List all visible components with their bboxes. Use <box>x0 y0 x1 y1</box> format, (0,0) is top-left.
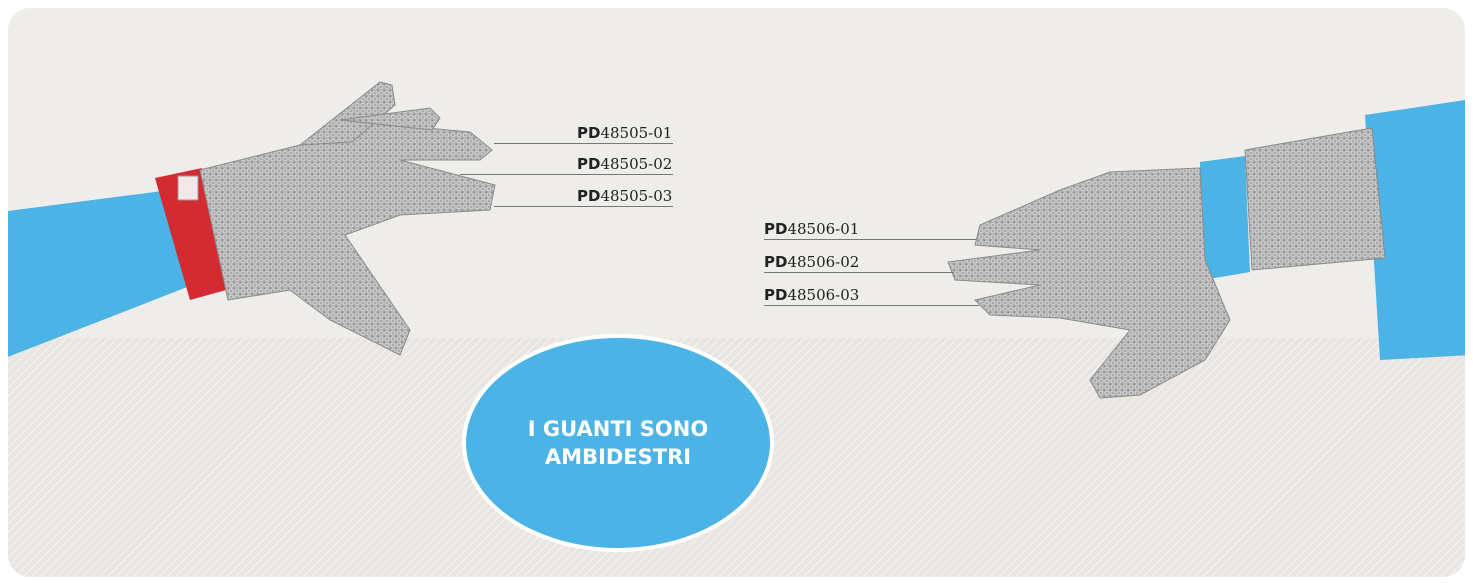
code-number: 48506-01 <box>787 220 860 238</box>
ambidextrous-badge: I GUANTI SONO AMBIDESTRI <box>462 334 774 552</box>
left-code-3: PD48505-03 <box>577 187 672 205</box>
code-prefix: PD <box>764 220 788 238</box>
right-cuff-band <box>1200 156 1250 280</box>
strap-buckle <box>177 175 199 201</box>
left-sleeve <box>8 190 200 360</box>
code-prefix: PD <box>764 286 788 304</box>
leader-line <box>764 239 976 240</box>
code-prefix: PD <box>577 155 601 173</box>
leader-line <box>764 305 979 306</box>
badge-line-2: AMBIDESTRI <box>544 445 692 469</box>
left-code-2: PD48505-02 <box>577 155 672 173</box>
code-number: 48506-03 <box>787 286 860 304</box>
code-number: 48505-03 <box>600 187 673 205</box>
code-number: 48506-02 <box>787 253 860 271</box>
right-sleeve <box>1365 100 1465 360</box>
left-mesh-glove <box>199 81 496 356</box>
code-prefix: PD <box>577 187 601 205</box>
code-prefix: PD <box>764 253 788 271</box>
right-mesh-cuff <box>1244 127 1386 271</box>
leader-line <box>494 206 673 207</box>
code-prefix: PD <box>577 124 601 142</box>
right-code-1: PD48506-01 <box>764 220 859 238</box>
leader-line <box>494 143 673 144</box>
code-number: 48505-02 <box>600 155 673 173</box>
right-code-2: PD48506-02 <box>764 253 859 271</box>
badge-line-1: I GUANTI SONO <box>527 417 709 441</box>
badge-text: I GUANTI SONO AMBIDESTRI <box>508 415 728 471</box>
leader-line <box>460 174 673 175</box>
right-code-3: PD48506-03 <box>764 286 859 304</box>
right-mesh-glove <box>947 167 1231 399</box>
leader-line <box>764 272 954 273</box>
code-number: 48505-01 <box>600 124 673 142</box>
left-code-1: PD48505-01 <box>577 124 672 142</box>
